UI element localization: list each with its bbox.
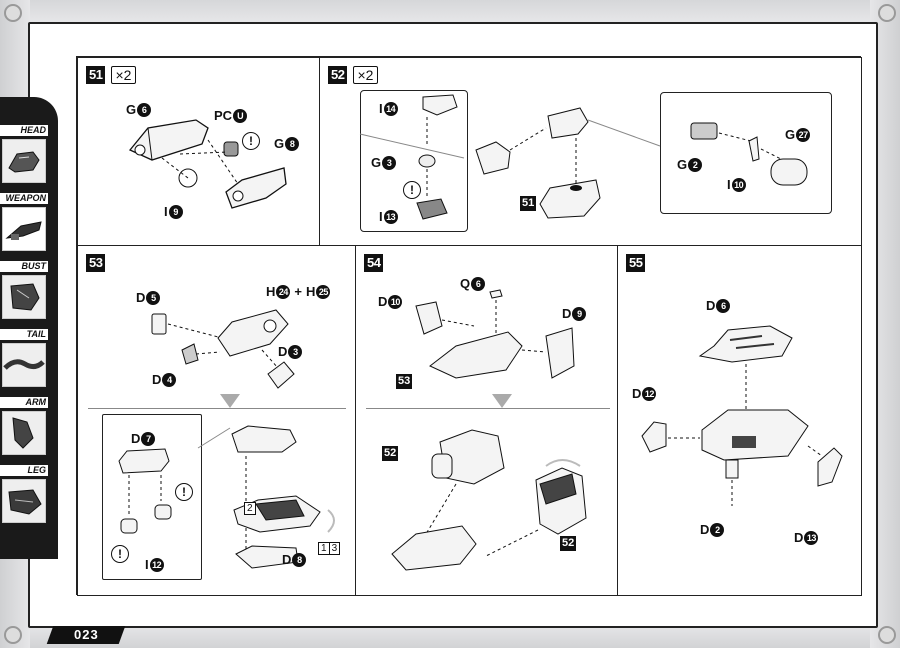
- quantity-badge: ×2: [111, 66, 137, 84]
- down-arrow-icon: [220, 394, 240, 408]
- tab-bust[interactable]: BUST: [0, 261, 50, 323]
- corner-ornament: [4, 4, 22, 22]
- sub-assembly-ref: 52: [560, 536, 577, 551]
- step-53-diagram-top: [151, 309, 295, 389]
- step-51-diagram: [128, 119, 287, 209]
- tab-label: HEAD: [0, 125, 48, 136]
- down-arrow-icon: [492, 394, 512, 408]
- tab-label: TAIL: [0, 329, 48, 340]
- sub-assembly-ref: 53: [396, 374, 413, 389]
- page-number: 023: [46, 626, 126, 644]
- leg-icon: [2, 479, 46, 523]
- step-53-diagram-bottom: [197, 425, 335, 569]
- step-number: 52: [328, 66, 348, 84]
- caution-icon: !: [403, 181, 421, 199]
- page-number-text: 023: [73, 627, 99, 642]
- corner-ornament: [878, 4, 896, 22]
- step-header: 51 ×2: [86, 66, 137, 84]
- tab-label: ARM: [0, 397, 48, 408]
- step-number: 53: [86, 254, 106, 272]
- section-divider: [366, 408, 610, 409]
- sequence-marker: 3: [329, 542, 341, 555]
- arm-icon: [2, 411, 46, 455]
- sub-assembly-ref: 52: [382, 446, 399, 461]
- tab-weapon[interactable]: WEAPON: [0, 193, 50, 255]
- step-header: 53: [86, 254, 106, 272]
- caution-icon: !: [242, 132, 260, 150]
- step-number: 54: [364, 254, 384, 272]
- caution-icon: !: [111, 545, 129, 563]
- step-header: 55: [626, 254, 646, 272]
- tab-tail[interactable]: TAIL: [0, 329, 50, 391]
- section-sidebar: HEAD WEAPON BUST TAIL ARM LEG: [0, 97, 58, 559]
- section-divider: [88, 408, 346, 409]
- head-icon: [2, 139, 46, 183]
- sequence-marker-group: 1 3: [318, 542, 341, 555]
- step-54-diagram-top: [415, 289, 575, 379]
- tab-label: WEAPON: [0, 193, 48, 204]
- tab-leg[interactable]: LEG: [0, 465, 50, 527]
- step-55-diagram: [641, 325, 843, 506]
- step-54-diagram-bottom: [391, 429, 587, 571]
- sequence-marker: 2: [244, 502, 256, 515]
- step-header: 52 ×2: [328, 66, 379, 84]
- step-52-diagram: [359, 107, 661, 219]
- tab-head[interactable]: HEAD: [0, 125, 50, 187]
- step-header: 54: [364, 254, 384, 272]
- tab-label: LEG: [0, 465, 48, 476]
- sequence-marker: 1: [318, 542, 330, 555]
- bust-icon: [2, 275, 46, 319]
- caution-icon: !: [175, 483, 193, 501]
- sub-assembly-ref: 51: [520, 196, 537, 211]
- tab-label: BUST: [0, 261, 48, 272]
- tail-icon: [2, 343, 46, 387]
- weapon-icon: [2, 207, 46, 251]
- step-number: 55: [626, 254, 646, 272]
- quantity-badge: ×2: [353, 66, 379, 84]
- tab-arm[interactable]: ARM: [0, 397, 50, 459]
- step-number: 51: [86, 66, 106, 84]
- corner-ornament: [4, 626, 22, 644]
- corner-ornament: [878, 626, 896, 644]
